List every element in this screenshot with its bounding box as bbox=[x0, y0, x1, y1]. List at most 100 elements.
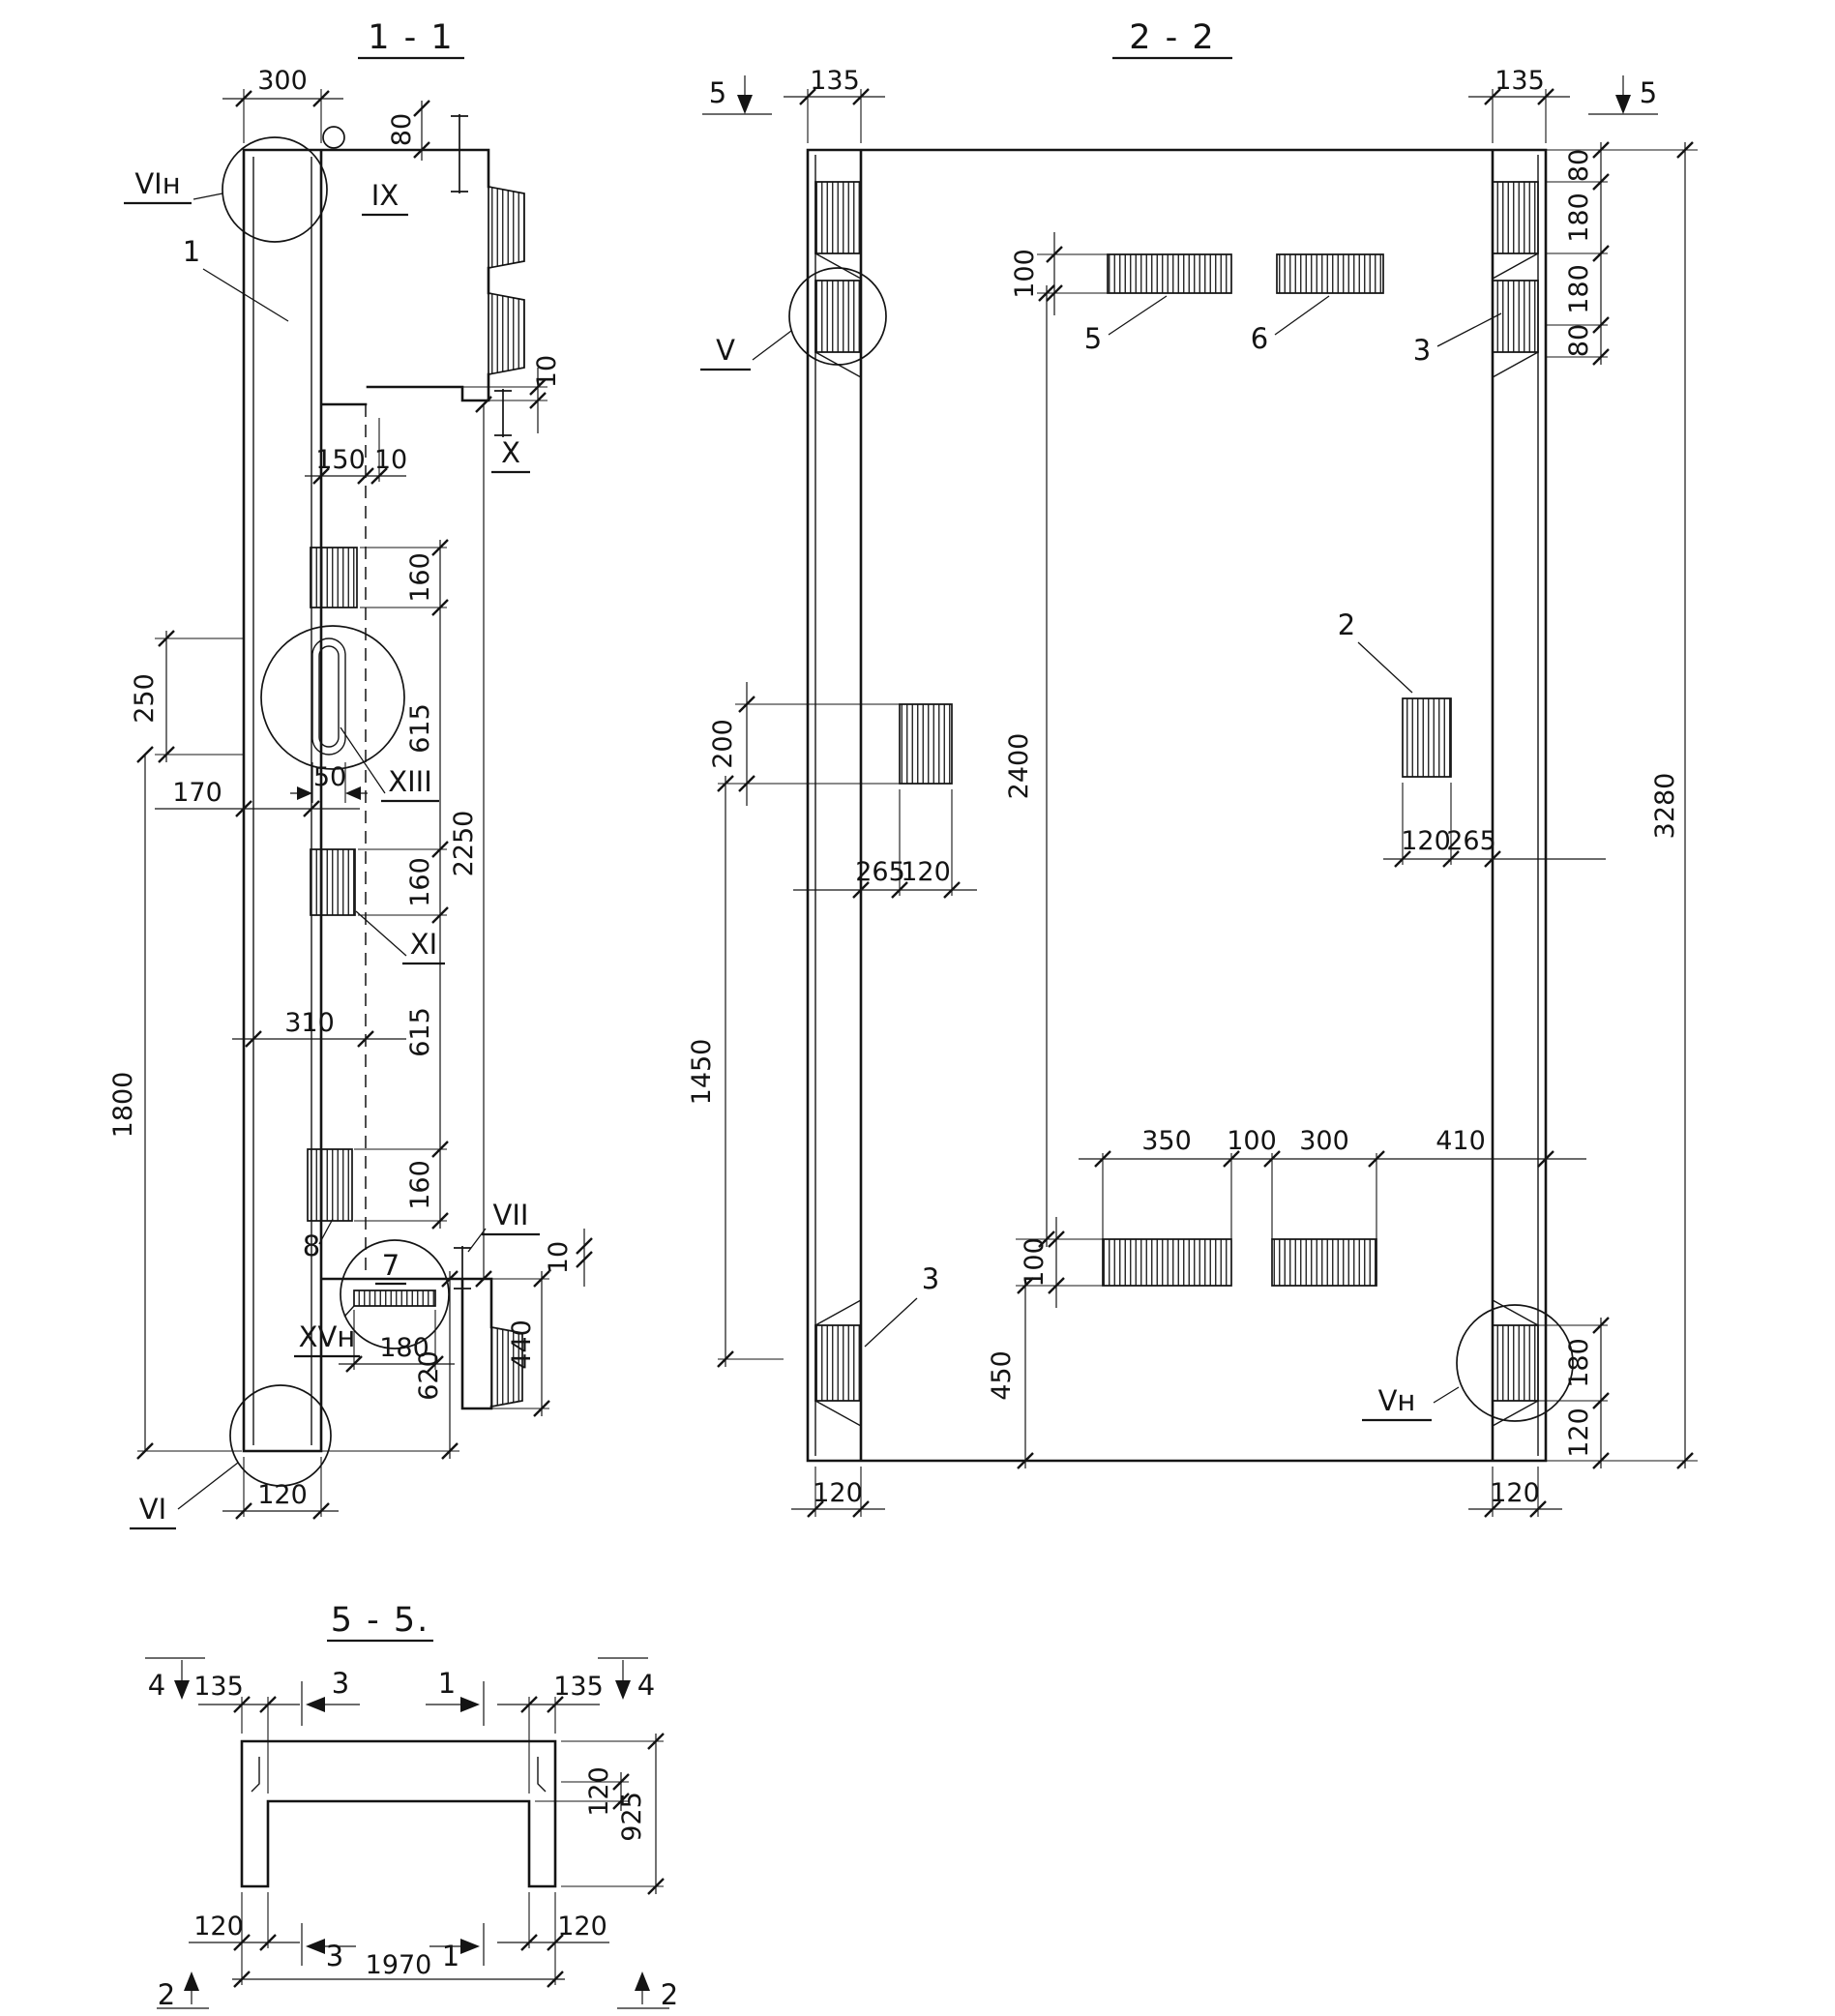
s11-detail-circle-7 bbox=[340, 1239, 450, 1349]
dim-300: 300 bbox=[1299, 1126, 1349, 1156]
s55-dimension-lines bbox=[145, 1657, 669, 2009]
s11-dim-arrows bbox=[297, 786, 361, 800]
dim-925: 925 bbox=[617, 1792, 647, 1842]
s55-extension-lines bbox=[241, 1697, 664, 1985]
dim-135-right: 135 bbox=[1495, 66, 1545, 96]
s11-detail-circle-slot bbox=[260, 625, 405, 770]
dim-160-3: 160 bbox=[405, 1160, 435, 1210]
view-label-xiii: XIII bbox=[388, 765, 432, 798]
section-mark-3-top: 3 bbox=[332, 1667, 349, 1700]
view-label-ix: IX bbox=[371, 179, 399, 212]
dim-450: 450 bbox=[987, 1350, 1017, 1401]
s11-detail-circle-vi bbox=[229, 1384, 332, 1487]
dim-1800: 1800 bbox=[108, 1072, 138, 1139]
dim-120-bottom-left: 120 bbox=[193, 1912, 244, 1942]
dim-1970: 1970 bbox=[366, 1950, 432, 1980]
dim-410: 410 bbox=[1435, 1126, 1486, 1156]
part-label-1: 1 bbox=[183, 235, 200, 268]
dim-265-left: 265 bbox=[855, 857, 905, 887]
dim-250: 250 bbox=[130, 673, 160, 724]
dim-120-bot: 120 bbox=[1564, 1408, 1594, 1458]
view-label-v: V bbox=[716, 334, 735, 367]
dim-150: 150 bbox=[315, 445, 366, 475]
dim-200: 200 bbox=[708, 719, 738, 769]
dim-10-top: 10 bbox=[532, 355, 562, 388]
dim-80-top1: 80 bbox=[1564, 149, 1594, 182]
dim-180-top1: 180 bbox=[1564, 193, 1594, 243]
dim-265-right: 265 bbox=[1446, 826, 1496, 856]
part-label-5: 5 bbox=[1084, 322, 1102, 355]
dim-615-2: 615 bbox=[405, 1007, 435, 1057]
s55-dimension-ticks bbox=[233, 1696, 665, 1988]
dim-120-left: 120 bbox=[901, 857, 951, 887]
dim-2250: 2250 bbox=[449, 811, 479, 877]
s22-detail-circle-v bbox=[788, 267, 887, 366]
s22-dimension-ticks bbox=[717, 88, 1694, 1518]
view-label-vii: VII bbox=[493, 1199, 529, 1231]
part-label-3-bottom: 3 bbox=[922, 1262, 939, 1295]
dim-1450: 1450 bbox=[687, 1039, 717, 1106]
view-label-vi: VI bbox=[139, 1493, 166, 1526]
dim-80: 80 bbox=[387, 113, 417, 146]
dim-310: 310 bbox=[284, 1008, 335, 1038]
section-2-2: 2 - 2 135 135 5 5 80 180 180 80 3280 100… bbox=[687, 18, 1698, 1518]
section-mark-4-left: 4 bbox=[148, 1669, 165, 1702]
section-mark-2-left: 2 bbox=[158, 1978, 175, 2011]
s11-leader-lines bbox=[177, 193, 487, 1510]
s55-inner-marks bbox=[251, 1757, 547, 1793]
dim-160-1: 160 bbox=[405, 552, 435, 603]
section-mark-3-bottom: 3 bbox=[326, 1940, 343, 1972]
view-label-v-n: Vн bbox=[1378, 1384, 1416, 1417]
dim-440: 440 bbox=[507, 1319, 537, 1370]
s11-inner-lines bbox=[252, 157, 355, 1445]
dim-160-2: 160 bbox=[405, 857, 435, 907]
dim-180-top2: 180 bbox=[1564, 264, 1594, 314]
s22-underlines bbox=[700, 56, 1432, 1422]
s11-lifting-loop bbox=[322, 126, 345, 149]
dim-620: 620 bbox=[414, 1350, 444, 1401]
s22-leader-lines bbox=[752, 295, 1502, 1404]
section-mark-4-right: 4 bbox=[637, 1669, 655, 1702]
dim-120-bottom-right: 120 bbox=[1490, 1478, 1540, 1508]
dim-80-top2: 80 bbox=[1564, 324, 1594, 357]
s22-detail-circle-vn bbox=[1456, 1304, 1574, 1422]
dim-615-1: 615 bbox=[405, 703, 435, 754]
dim-10-mid: 10 bbox=[374, 445, 407, 475]
view-label-xi: XI bbox=[410, 928, 437, 961]
section-1-1-title: 1 - 1 bbox=[368, 18, 454, 57]
dim-180: 180 bbox=[379, 1333, 429, 1363]
s55-object-lines bbox=[240, 1739, 557, 1888]
section-1-1: 1 - 1 300 80 VIн IX 1 10 X 150 10 160 61… bbox=[108, 18, 593, 1530]
dim-135-left: 135 bbox=[810, 66, 860, 96]
section-mark-5-left: 5 bbox=[709, 76, 726, 109]
s22-extension-lines bbox=[718, 89, 1698, 1517]
dim-170: 170 bbox=[172, 778, 222, 808]
dim-2400: 2400 bbox=[1004, 733, 1034, 800]
part-label-2: 2 bbox=[1338, 608, 1355, 641]
dim-135-right: 135 bbox=[553, 1672, 604, 1702]
dim-120-bottom-left: 120 bbox=[813, 1478, 863, 1508]
view-label-vi-n: VIн bbox=[134, 167, 180, 200]
dim-120: 120 bbox=[257, 1480, 308, 1510]
section-mark-1-top: 1 bbox=[438, 1667, 456, 1700]
section-mark-2-right: 2 bbox=[661, 1978, 678, 2011]
dim-10-bot: 10 bbox=[544, 1241, 574, 1274]
dim-120-right: 120 bbox=[1401, 826, 1451, 856]
part-label-7: 7 bbox=[382, 1249, 400, 1282]
dim-120-top: 120 bbox=[584, 1766, 614, 1817]
s22-section-arrows bbox=[737, 95, 1631, 114]
dim-350: 350 bbox=[1141, 1126, 1192, 1156]
s11-detail-circle-vin bbox=[222, 136, 328, 243]
dim-135-left: 135 bbox=[193, 1672, 244, 1702]
dim-50: 50 bbox=[313, 762, 346, 792]
s11-dimension-ticks bbox=[136, 90, 593, 1520]
section-mark-1-bottom: 1 bbox=[442, 1940, 459, 1972]
dim-120-bottom-right: 120 bbox=[557, 1912, 607, 1942]
dim-3280: 3280 bbox=[1650, 773, 1680, 840]
section-5-5-title: 5 - 5. bbox=[331, 1601, 430, 1640]
section-2-2-title: 2 - 2 bbox=[1129, 18, 1215, 57]
view-label-x: X bbox=[501, 436, 520, 469]
dim-100-bot: 100 bbox=[1020, 1237, 1050, 1288]
